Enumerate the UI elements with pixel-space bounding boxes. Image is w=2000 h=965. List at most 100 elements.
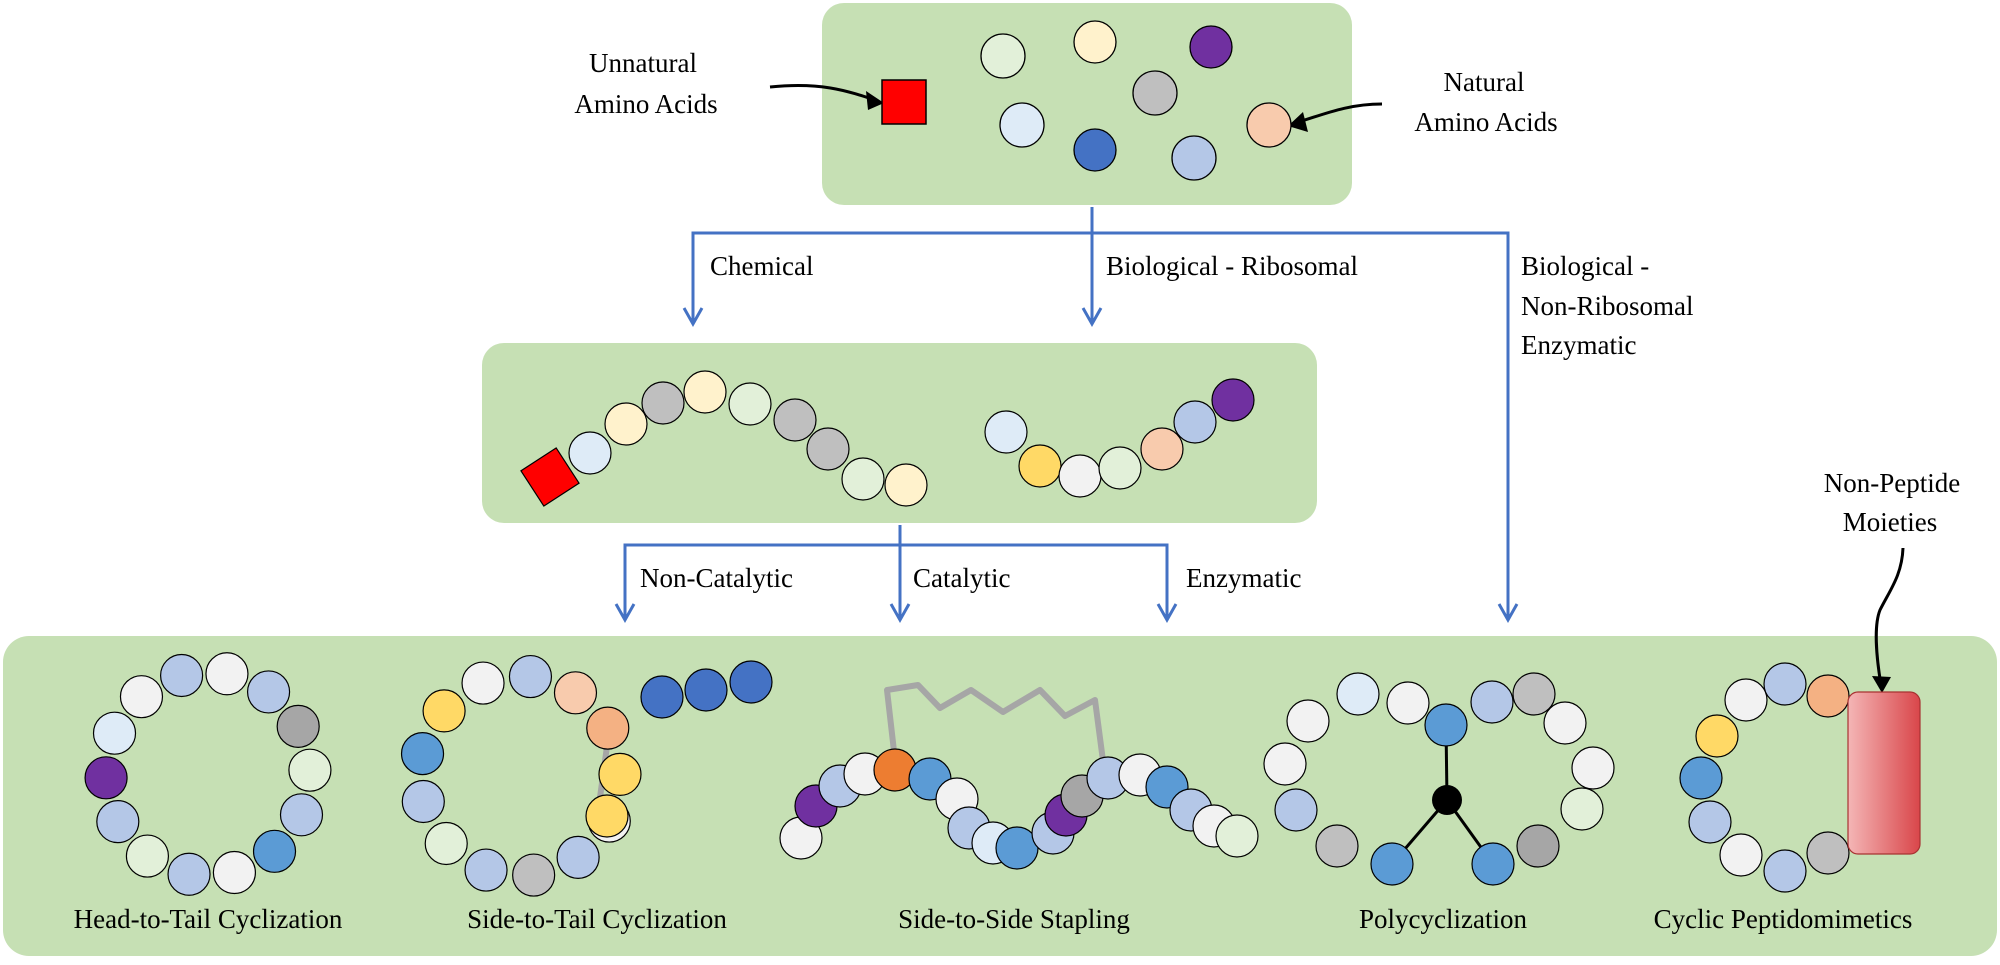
amino-acid-bead xyxy=(246,670,291,714)
bio-nonribosomal-label-line2: Non-Ribosomal xyxy=(1521,291,1694,321)
amino-acid-bead xyxy=(1274,788,1318,832)
amino-acid-bead xyxy=(1471,842,1515,886)
amino-acid-bead xyxy=(1132,70,1178,116)
amino-acid-bead xyxy=(461,661,505,705)
amino-acid-bead xyxy=(1679,756,1723,800)
amino-acid-bead xyxy=(1246,102,1292,148)
head-to-tail-macrocycle xyxy=(84,652,332,896)
amino-acid-bead xyxy=(984,410,1028,454)
unnatural-amino-acid-square xyxy=(881,79,927,125)
catalytic-label: Catalytic xyxy=(913,563,1010,593)
moiety-pointer-arrow xyxy=(1874,547,1905,686)
amino-acid-bead xyxy=(212,850,256,895)
amino-acid-bead xyxy=(1571,746,1615,790)
side-to-side-label: Side-to-Side Stapling xyxy=(898,904,1130,934)
amino-acid-bead xyxy=(1370,842,1414,886)
unnatural-label-line1: Unnatural xyxy=(589,48,697,78)
amino-acid-pool xyxy=(881,20,1292,181)
amino-acid-bead xyxy=(1806,831,1850,875)
amino-acid-bead xyxy=(160,653,204,698)
amino-acid-bead xyxy=(119,675,164,719)
non-peptide-label-line1: Non-Peptide xyxy=(1824,468,1960,498)
amino-acid-bead xyxy=(512,853,556,897)
amino-acid-bead xyxy=(1386,681,1430,725)
amino-acid-bead xyxy=(1806,674,1850,718)
chemical-linear-peptide xyxy=(520,370,928,507)
enzymatic-label: Enzymatic xyxy=(1186,563,1301,593)
amino-acid-bead xyxy=(553,671,598,715)
amino-acid-bead xyxy=(568,431,612,475)
amino-acid-bead xyxy=(999,102,1045,148)
amino-acid-bead xyxy=(585,794,629,838)
amino-acid-bead xyxy=(464,848,508,892)
amino-acid-bead xyxy=(400,732,445,776)
arrowheads xyxy=(614,307,1519,624)
amino-acid-bead xyxy=(424,821,468,866)
amino-acid-bead xyxy=(84,756,128,800)
amino-acid-bead xyxy=(1336,672,1380,716)
amino-acid-bead xyxy=(1560,787,1604,831)
amino-acid-bead xyxy=(401,779,445,824)
amino-acid-bead xyxy=(1286,699,1330,743)
amino-acid-bead xyxy=(1098,446,1142,490)
side-to-side-stapled-peptide xyxy=(779,682,1259,870)
amino-acid-bead xyxy=(728,382,772,426)
amino-acid-bead xyxy=(508,654,553,699)
unnatural-label-line2: Amino Acids xyxy=(574,89,717,119)
natural-label-line2: Amino Acids xyxy=(1414,107,1557,137)
labels: Unnatural Amino Acids Natural Amino Acid… xyxy=(74,48,1961,934)
amino-acid-bead xyxy=(167,852,211,896)
amino-acid-bead xyxy=(729,660,773,704)
amino-acid-bead xyxy=(1215,814,1259,858)
non-peptide-moiety xyxy=(1847,691,1921,855)
synthesis-arrows xyxy=(623,207,1510,618)
amino-acid-bead xyxy=(205,652,249,696)
branch-point xyxy=(1432,785,1462,815)
amino-acid-bead xyxy=(1512,672,1556,716)
amino-acid-bead xyxy=(1263,742,1307,786)
amino-acid-bead xyxy=(773,398,817,442)
amino-acid-bead xyxy=(604,402,648,446)
enzymatic-arrow xyxy=(900,543,1169,618)
amino-acid-bead xyxy=(252,829,297,873)
amino-acid-bead xyxy=(1543,701,1587,745)
amino-acid-bead xyxy=(1315,824,1359,868)
amino-acid-bead xyxy=(980,33,1026,79)
unnatural-amino-acid-square xyxy=(520,447,580,507)
amino-acid-bead xyxy=(1058,454,1102,498)
amino-acid-bead xyxy=(641,381,685,425)
amino-acid-bead xyxy=(640,675,684,719)
amino-acid-bead xyxy=(586,706,630,750)
amino-acid-bead xyxy=(1173,400,1217,444)
amino-acid-bead xyxy=(806,427,850,471)
amino-acid-bead xyxy=(1189,25,1233,69)
amino-acid-bead xyxy=(92,711,137,755)
ribosomal-linear-peptide xyxy=(984,378,1255,498)
amino-acid-bead xyxy=(556,835,600,879)
side-to-tail-label: Side-to-Tail Cyclization xyxy=(467,904,727,934)
staple-linker xyxy=(884,682,1108,777)
amino-acid-bead xyxy=(1763,849,1807,893)
amino-acid-bead xyxy=(125,834,170,878)
amino-acid-bead xyxy=(1018,444,1062,488)
amino-acid-bead xyxy=(1073,128,1117,172)
amino-acid-bead xyxy=(884,463,928,507)
amino-acid-bead xyxy=(1424,703,1468,747)
amino-acid-bead xyxy=(279,793,324,837)
amino-acid-bead xyxy=(1688,800,1732,844)
amino-acid-bead xyxy=(841,457,885,501)
cyclic-peptidomimetic xyxy=(1679,662,1921,893)
non-peptide-label-line2: Moieties xyxy=(1843,507,1938,537)
amino-acid-bead xyxy=(96,800,140,844)
amino-acid-bead xyxy=(1724,678,1768,722)
side-to-tail-macrocycle xyxy=(400,654,773,897)
amino-acid-bead xyxy=(1470,680,1514,724)
cyclic-peptidomimetics-label: Cyclic Peptidomimetics xyxy=(1654,904,1913,934)
biological-ribosomal-label: Biological - Ribosomal xyxy=(1106,251,1358,281)
bio-nonribosomal-label-line3: Enzymatic xyxy=(1521,330,1636,360)
polycyclic-peptide xyxy=(1263,672,1615,886)
polycyclization-label: Polycyclization xyxy=(1359,904,1527,934)
head-to-tail-label: Head-to-Tail Cyclization xyxy=(74,904,343,934)
